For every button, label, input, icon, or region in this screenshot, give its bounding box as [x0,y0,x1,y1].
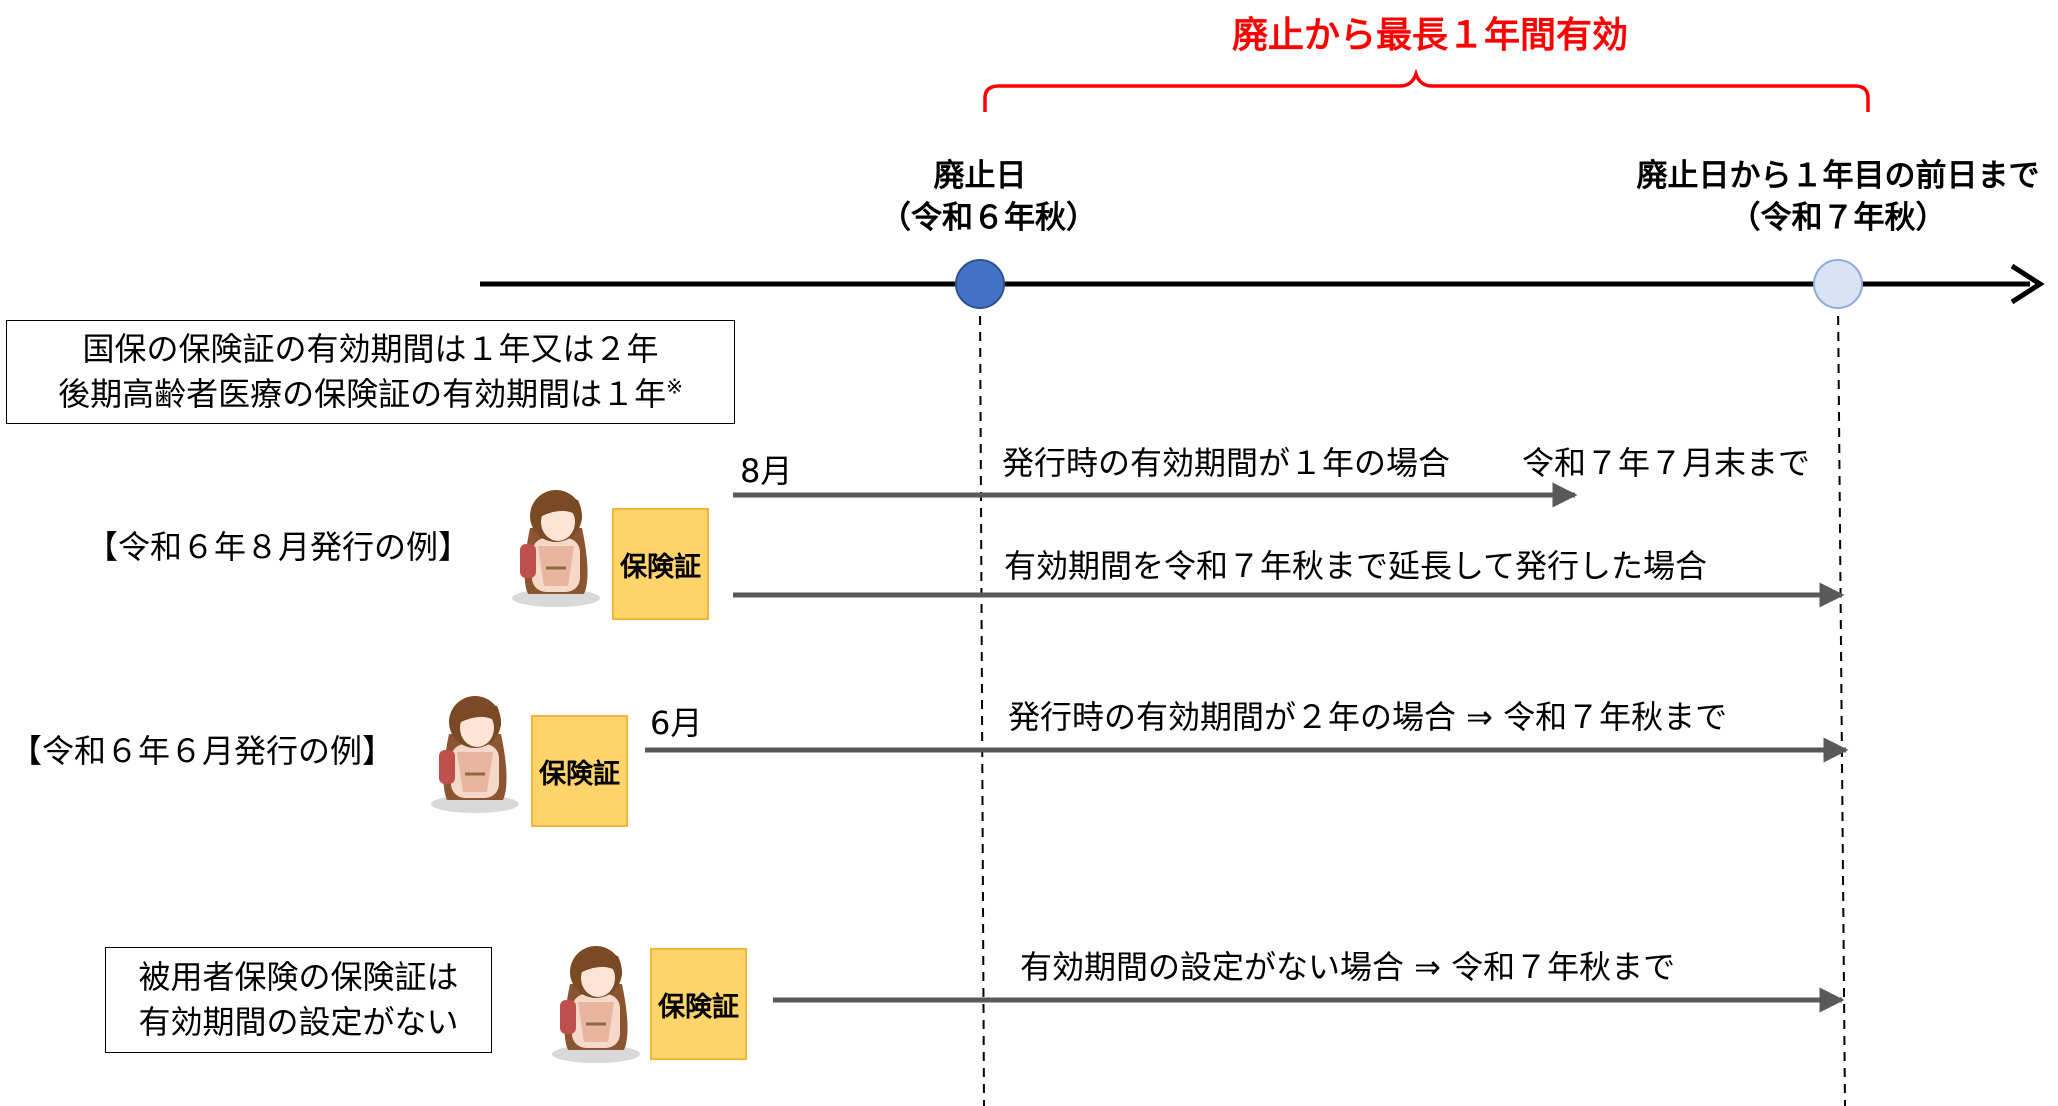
aug-example-label: 【令和６年８月発行の例】 [86,528,471,566]
abolition-day-sub: （令和６年秋） [880,199,1097,236]
employee-note-box: 被用者保険の保険証は 有効期間の設定がない [105,947,492,1053]
timeline-arrow-icon [2010,263,2045,305]
aug-1year-end: 令和７年７月末まで [1522,444,1811,482]
range-brace [983,68,1870,112]
abolition-day-marker [955,259,1005,309]
jun-2year-text: 発行時の有効期間が２年の場合 ⇒ 令和７年秋まで [1008,698,1728,736]
end-day-marker [1813,259,1863,309]
aug-extended-text: 有効期間を令和７年秋まで延長して発行した場合 [1004,547,1708,585]
note-mark: ※ [666,374,683,399]
title: 廃止から最長１年間有効 [1232,15,1629,56]
insurance-card: 保険証 [612,508,709,620]
note-line-1: 国保の保険証の有効期間は１年又は２年 [82,330,659,369]
end-guide-line [1837,299,1846,1106]
employee-line-2: 有効期間の設定がない [138,1003,459,1041]
validity-note-box: 国保の保険証の有効期間は１年又は２年 後期高齢者医療の保険証の有効期間は１年※ [6,320,735,424]
aug-1year-text: 発行時の有効期間が１年の場合 [1002,444,1451,482]
employee-arrow-text: 有効期間の設定がない場合 ⇒ 令和７年秋まで [1020,948,1676,986]
jun-example-label: 【令和６年６月発行の例】 [10,732,395,770]
employee-line-1: 被用者保険の保険証は [138,958,459,997]
person-icon [431,696,519,813]
end-day-label: 廃止日から１年目の前日まで （令和７年秋） [1620,156,2056,240]
note-line-2: 後期高齢者医療の保険証の有効期間は１年 [58,375,667,413]
end-day-text: 廃止日から１年目の前日まで [1636,158,2040,194]
end-day-sub: （令和７年秋） [1729,199,1947,236]
insurance-card: 保険証 [650,948,747,1060]
aug-month-label: 8月 [740,452,793,490]
jun-month-label: 6月 [650,704,703,742]
note-line-2-wrap: 後期高齢者医療の保険証の有効期間は１年※ [7,372,734,417]
abolition-day-text: 廃止日 [933,158,1027,194]
person-icon [552,946,640,1063]
insurance-card: 保険証 [531,715,628,827]
abolition-day-label: 廃止日 （令和６年秋） [880,156,1097,240]
person-icon [512,490,600,607]
abolition-guide-line [979,299,985,1106]
